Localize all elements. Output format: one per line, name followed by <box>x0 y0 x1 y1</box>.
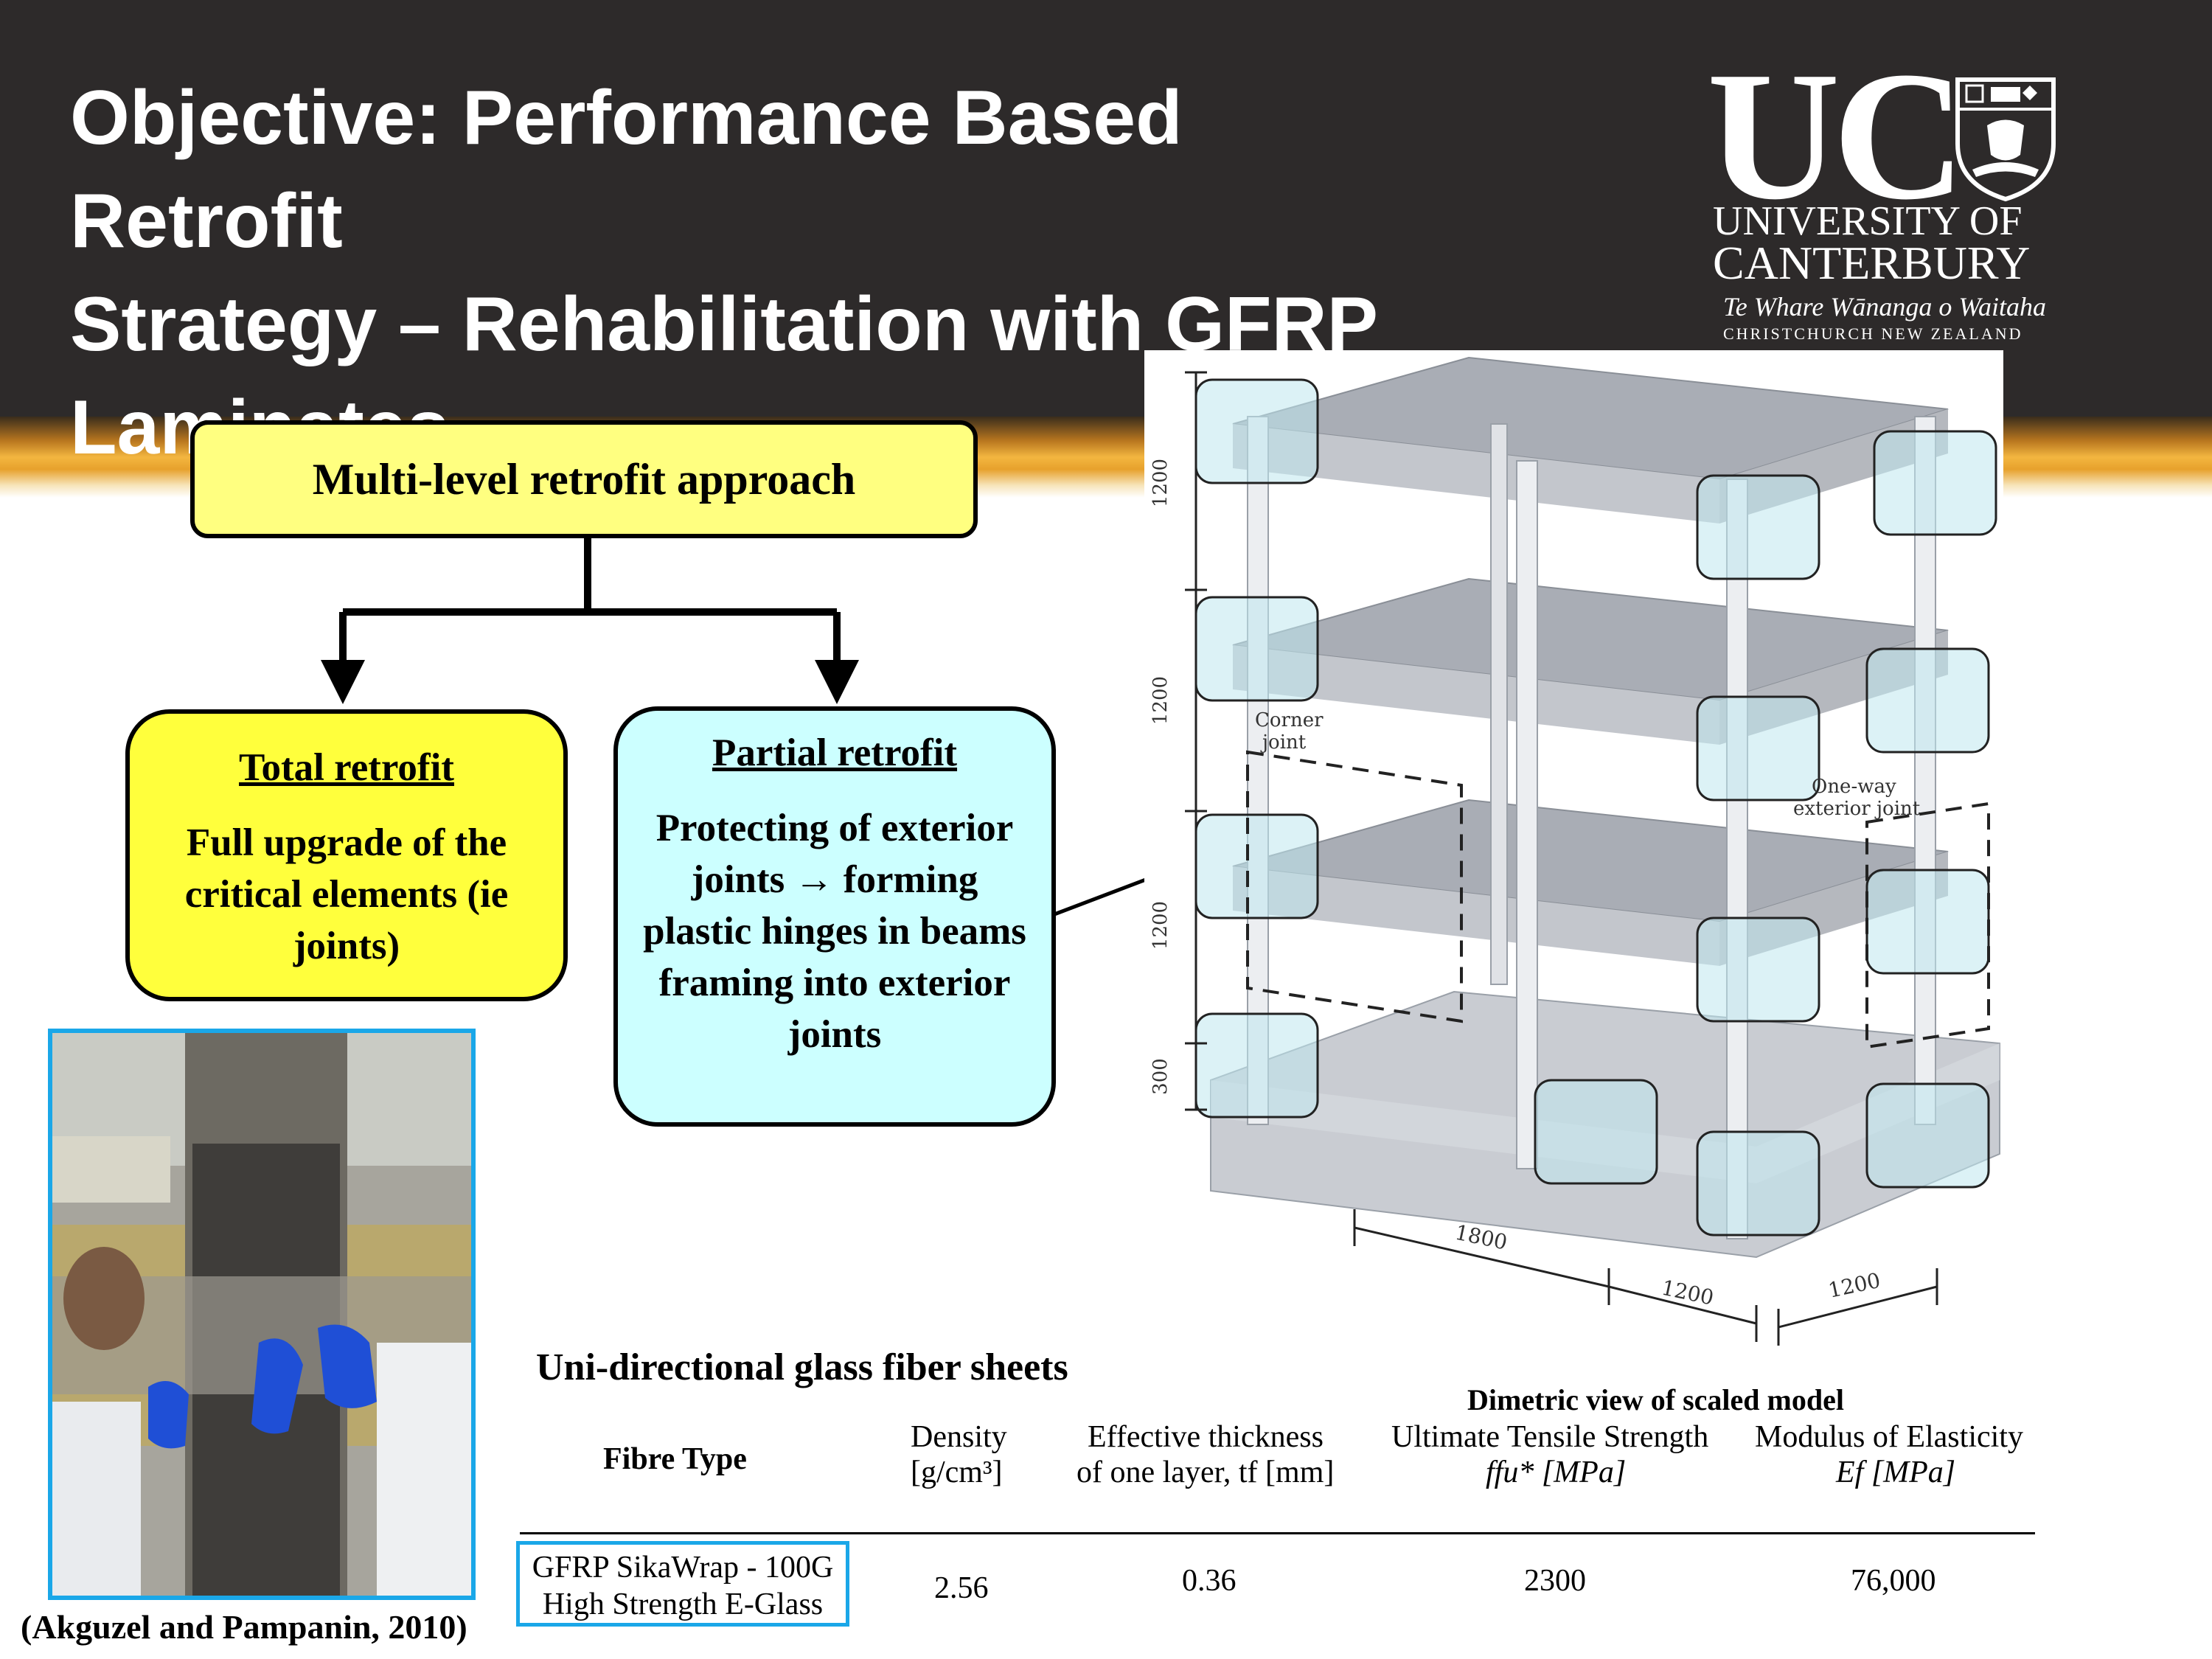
height-dim-1: 1200 <box>1150 459 1172 507</box>
photo-citation: (Akguzel and Pampanin, 2010) <box>21 1608 467 1646</box>
height-dim-3: 1200 <box>1150 901 1172 950</box>
university-logo: UC UNIVERSITY OF CANTERBURY Te Whare Wān… <box>1707 41 2076 343</box>
total-retrofit-heading: Total retrofit <box>239 746 454 789</box>
multi-level-approach-box: Multi-level retrofit approach <box>190 420 978 538</box>
logo-line-3: Te Whare Wānanga o Waitaha <box>1723 292 2047 321</box>
corner-joint-label: Corner <box>1255 709 1324 731</box>
logo-mark: UC <box>1707 34 1966 238</box>
total-retrofit-box: Total retrofit Full upgrade of the criti… <box>125 709 568 1001</box>
scaled-model-diagram: Corner joint One-way exterior joint 1200… <box>1144 350 2003 1412</box>
header-density-2: [g/cm³] <box>911 1455 1003 1489</box>
arrow-down-icon <box>815 660 859 704</box>
logo-line-4: CHRISTCHURCH NEW ZEALAND <box>1723 324 2023 343</box>
title-line-1: Objective: Performance Based Retrofit <box>70 75 1183 264</box>
arrow-down-icon <box>321 660 365 704</box>
header-uts-2: ffu* [MPa] <box>1486 1455 1627 1489</box>
width-dim-3: 1200 <box>1826 1268 1883 1303</box>
cell-uts: 2300 <box>1524 1564 1586 1598</box>
fibre-type-cell: GFRP SikaWrap - 100G High Strength E-Gla… <box>516 1541 849 1627</box>
logo-line-2: CANTERBURY <box>1713 237 2031 289</box>
partial-retrofit-heading: Partial retrofit <box>712 731 958 774</box>
corner-joint-label-2: joint <box>1260 731 1307 754</box>
crest-icon <box>1955 77 2056 202</box>
model-drawing: Corner joint One-way exterior joint 1200… <box>1150 356 2000 1346</box>
height-dim-2: 1200 <box>1150 676 1172 725</box>
partial-retrofit-box: Partial retrofit Protecting of exterior … <box>613 706 1056 1127</box>
cell-modulus: 76,000 <box>1851 1564 1936 1598</box>
table-rule <box>520 1532 2035 1534</box>
header-modulus-2: Ef [MPa] <box>1836 1455 1956 1489</box>
gfrp-application-photo <box>48 1029 476 1600</box>
header-modulus-1: Modulus of Elasticity <box>1755 1420 2023 1454</box>
header-thickness-1: Effective thickness <box>1088 1420 1324 1454</box>
width-dim-2: 1200 <box>1660 1276 1717 1310</box>
total-retrofit-body: Full upgrade of the critical elements (i… <box>184 821 509 967</box>
cell-thickness: 0.36 <box>1182 1564 1237 1598</box>
table-title: Uni-directional glass fiber sheets <box>536 1346 1068 1388</box>
model-caption: Dimetric view of scaled model <box>1467 1383 1844 1416</box>
photo-illustration <box>52 1033 471 1596</box>
exterior-joint-label: One-way <box>1812 776 1896 798</box>
header-thickness-2: of one layer, tf [mm] <box>1077 1455 1335 1489</box>
header-uts-1: Ultimate Tensile Strength <box>1391 1420 1709 1454</box>
fibre-grade: High Strength E-Glass <box>542 1587 824 1621</box>
partial-retrofit-body: Protecting of exterior joints → forming … <box>643 807 1026 1056</box>
fibre-name: GFRP SikaWrap - 100G <box>532 1551 834 1585</box>
header-fibre-type: Fibre Type <box>603 1442 747 1476</box>
height-dim-4: 300 <box>1150 1058 1172 1095</box>
exterior-joint-label-2: exterior joint <box>1793 798 1921 820</box>
logo-line-1: UNIVERSITY OF <box>1713 198 2023 244</box>
header-density-1: Density <box>911 1420 1007 1454</box>
cell-density: 2.56 <box>934 1571 989 1605</box>
